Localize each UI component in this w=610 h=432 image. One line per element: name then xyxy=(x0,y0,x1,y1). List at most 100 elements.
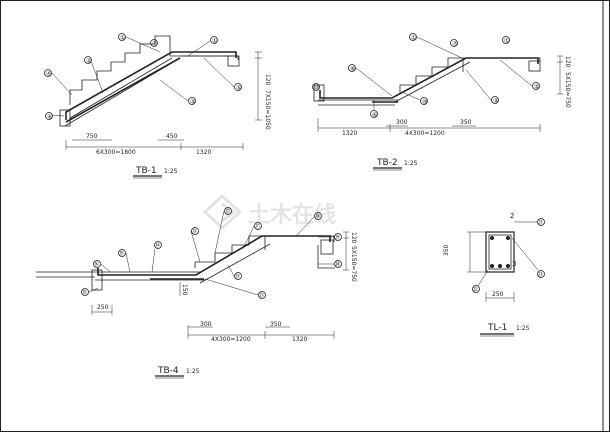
tb2-callout-1: ① xyxy=(411,35,416,42)
tb4-dim-1320: 1320 xyxy=(292,336,307,343)
tb4-dimensions xyxy=(91,231,349,339)
tb4-callouts: ⑫ ⑬ ⑭ ⑮ ⑯ ⑮ ⑰ ⑱ ⑲ ⑳ ㉑ ⑬ xyxy=(81,207,342,299)
tb1-soffit2 xyxy=(69,57,173,119)
tumu-zaixian-logo-icon xyxy=(202,193,243,231)
tb2-dimensions xyxy=(317,55,563,132)
tl1-callout-21: ㉑ xyxy=(538,218,544,226)
tb4-title-text: TB-4 xyxy=(157,366,179,376)
tb1-callouts: ① ② ④ ⑥ ⑦ ① ⑤ ③ xyxy=(44,33,242,121)
tb2-dim-300: 300 xyxy=(396,119,408,126)
tb2-leaders xyxy=(355,36,533,110)
tl1-dim-350: 350 xyxy=(443,244,450,256)
tb4-scale-text: 1:25 xyxy=(186,368,200,375)
tb4-start-beam xyxy=(91,269,103,291)
tb1-stair-section: ① ② ④ ⑥ ⑦ ① ⑤ ③ xyxy=(44,33,271,179)
tl1-title-text: TL-1 xyxy=(487,323,507,333)
tl1-scale-text: 1:25 xyxy=(516,325,530,332)
tb2-scale-text: 1:25 xyxy=(404,160,418,167)
tb4-title: TB-4 1:25 xyxy=(157,366,200,376)
tb4-callout-16: ⑯ xyxy=(94,260,100,268)
tb2-callout-6: ⑥ xyxy=(372,112,377,119)
tb1-dimensions xyxy=(65,51,262,150)
tb4-dim-run: 4X300=1200 xyxy=(211,336,251,343)
tb1-dim-450: 450 xyxy=(166,133,178,140)
tb4-callout-15: ⑮ xyxy=(119,249,125,257)
tb4-dim-120: 120 xyxy=(350,232,357,244)
tb1-callout-6: ⑥ xyxy=(47,114,52,121)
tb4-callout-13b: ⑬ xyxy=(235,272,241,280)
tl1-dimensions xyxy=(467,221,539,302)
tb4-step-profile xyxy=(194,235,266,268)
tb1-step-profile xyxy=(69,35,171,105)
tb2-callout-8: ⑧ xyxy=(350,66,355,73)
tb4-soffit xyxy=(199,243,271,284)
tb1-title-text: TB-1 xyxy=(135,166,157,176)
tl1-stirrup xyxy=(488,234,512,270)
tb4-callout-18: ⑱ xyxy=(315,212,321,220)
tb1-callout-7: ⑦ xyxy=(152,41,158,48)
tb1-title: TB-1 1:25 xyxy=(135,166,178,176)
tb2-title: TB-2 1:25 xyxy=(376,158,418,168)
tl1-callout-23: ㉓ xyxy=(538,270,544,278)
tb2-callout-7: ⑦ xyxy=(452,41,458,48)
tb1-beam xyxy=(227,55,240,67)
tb4-dim-150: 150 xyxy=(181,284,188,296)
tb1-scale-text: 1:25 xyxy=(164,168,178,175)
tb2-callout-1b: ① xyxy=(504,38,509,45)
tb1-callout-5: ⑤ xyxy=(236,85,241,92)
tb2-title-text: TB-2 xyxy=(376,158,398,168)
tb1-start-beam xyxy=(59,109,71,127)
tb4-beam xyxy=(320,239,334,255)
tb1-dim-750: 750 xyxy=(86,133,98,140)
tb1-callout-1b: ① xyxy=(212,38,217,45)
tb2-dim-120: 120 xyxy=(564,56,571,68)
tl1-beam-outline xyxy=(485,231,515,273)
tb4-callout-15b: ⑮ xyxy=(82,288,88,296)
tb1-dim-run: 6X300=1800 xyxy=(96,149,136,156)
tb2-callout-10b: ⑩ xyxy=(422,99,427,106)
tl1-label-3: 3 xyxy=(512,260,516,268)
tb4-dim-350: 350 xyxy=(270,321,282,328)
tb1-dim-rise: 7X150=1050 xyxy=(264,90,271,130)
tb1-callout-1: ① xyxy=(120,35,125,42)
tb4-callout-20: ⑳ xyxy=(335,260,341,268)
tb1-callout-3: ③ xyxy=(190,99,195,106)
tb2-dim-rise: 5X150=750 xyxy=(564,72,571,108)
tb2-stair-section: ① ⑦ ① ⑧ ⑩ ⑥ ⑩ ③ ⑤ xyxy=(312,33,571,171)
tb1-leaders xyxy=(51,36,235,117)
tb4-callout-17: ⑰ xyxy=(255,222,261,230)
tb4-dim-250: 250 xyxy=(97,304,109,311)
tl1-text: 350 250 2 3 xyxy=(443,212,516,298)
tl1-title: TL-1 1:25 xyxy=(487,323,530,333)
tb1-callout-4: ④ xyxy=(46,71,51,78)
tb2-callout-10: ⑩ xyxy=(314,85,319,92)
tl1-rebar-dots xyxy=(490,236,510,268)
tb2-main-rebar xyxy=(319,57,539,99)
tb2-dim-text: 300 350 1320 4X300=1200 120 5X150=750 xyxy=(342,56,571,137)
tb4-callout-14: ⑭ xyxy=(155,241,161,249)
tb4-callout-19: ⑲ xyxy=(335,233,341,241)
tb4-dim-rise: 5X150=750 xyxy=(350,246,357,282)
tl1-callout-22: ㉒ xyxy=(473,285,479,293)
tb2-callout-5: ⑤ xyxy=(534,84,539,91)
tb1-dim-text: 750 450 6X300=1800 1320 120 7X150=1050 xyxy=(86,74,271,156)
tb2-dim-350: 350 xyxy=(460,119,472,126)
tb4-stair-section: ⑫ ⑬ ⑭ ⑮ ⑯ ⑮ ⑰ ⑱ ⑲ ⑳ ㉑ ⑬ xyxy=(36,207,357,379)
tb1-bottom-rebar xyxy=(65,57,181,123)
tb2-dim-run: 4X300=1200 xyxy=(405,130,445,137)
tb2-dim-1320: 1320 xyxy=(342,130,357,137)
tb4-main-rebar xyxy=(97,235,331,276)
tl1-callouts: ㉑ ㉓ ㉒ xyxy=(472,218,545,293)
tb2-callouts: ① ⑦ ① ⑧ ⑩ ⑥ ⑩ ③ ⑤ xyxy=(312,33,540,119)
tb1-dim-1320: 1320 xyxy=(196,149,211,156)
tl1-dim-250: 250 xyxy=(492,291,504,298)
tb4-dim-text: 300 350 4X300=1200 1320 120 5X150=750 15… xyxy=(97,232,357,343)
tb2-callout-3: ③ xyxy=(493,98,498,105)
tb2-step-profile xyxy=(399,57,464,93)
tb2-beam xyxy=(528,60,541,72)
tl1-label-2: 2 xyxy=(510,212,514,220)
tb4-dim-300: 300 xyxy=(200,321,212,328)
tl1-beam-section: 350 250 2 3 ㉑ ㉓ ㉒ TL-1 1:25 xyxy=(443,212,545,337)
tb1-dim-120: 120 xyxy=(264,74,271,86)
